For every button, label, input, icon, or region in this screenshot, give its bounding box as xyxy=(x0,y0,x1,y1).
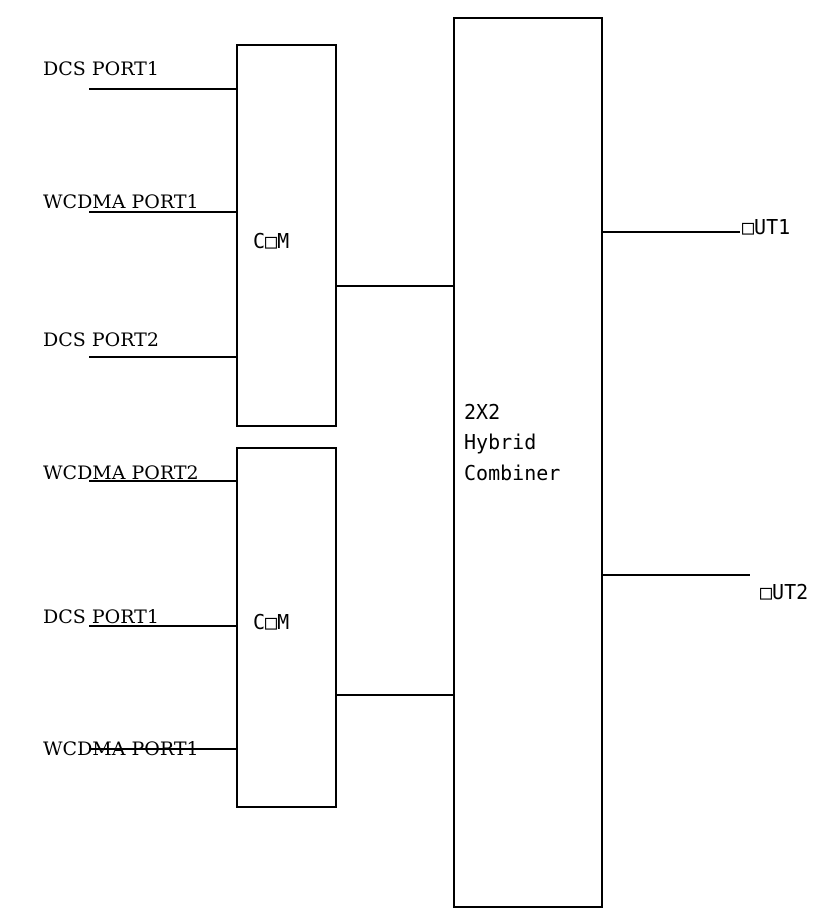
output-label-1: □UT1 xyxy=(742,215,790,239)
combiner-label-line-3: Combiner xyxy=(464,461,560,485)
com-block-bottom xyxy=(236,447,337,808)
hybrid-combiner-block xyxy=(453,17,603,908)
input-port-label: WCDMA PORT1 xyxy=(43,191,199,213)
com-block-top xyxy=(236,44,337,427)
input-port-label: WCDMA PORT2 xyxy=(43,462,199,484)
input-port-label: DCS PORT2 xyxy=(43,329,159,351)
output-label-2: □UT2 xyxy=(760,580,808,604)
com-block-top-label: C□M xyxy=(253,229,289,253)
input-port-label: DCS PORT1 xyxy=(43,58,159,80)
input-port-label: DCS PORT1 xyxy=(43,606,159,628)
combiner-label-line-2: Hybrid xyxy=(464,430,536,454)
combiner-label-line-1: 2X2 xyxy=(464,400,500,424)
com-block-bottom-label: C□M xyxy=(253,610,289,634)
